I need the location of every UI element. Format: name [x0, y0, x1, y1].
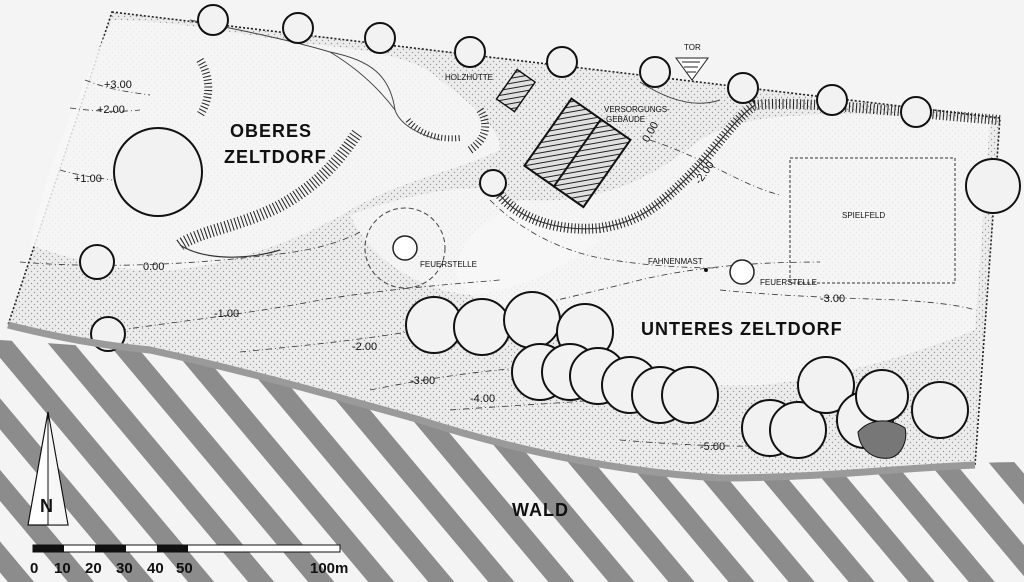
- contour-label-zero-west: 0.00: [143, 261, 164, 273]
- mid-lawn: [350, 188, 600, 295]
- gate-symbol: [675, 57, 709, 81]
- trees: [79, 4, 1021, 459]
- flagpole-marker: [704, 268, 708, 272]
- contour-label-plus2: +2.00: [97, 104, 125, 116]
- wooden-hut: [495, 68, 537, 113]
- supply-building-label-line1: VERSORGUNGS-: [604, 105, 670, 114]
- scale-bar: 0 10 20 30 40 50 100m: [30, 544, 348, 577]
- sports-field-label: SPIELFELD: [842, 211, 885, 220]
- forest-area: [0, 340, 1024, 582]
- contour-label-minus5: -5.00: [700, 441, 725, 453]
- flagpole-label: FAHNENMAST: [648, 257, 703, 266]
- fire-pit-1-label: FEUERSTELLE: [420, 260, 477, 269]
- scale-tick-0: 0: [30, 560, 38, 577]
- contour-label-minus4: -4.00: [470, 393, 495, 405]
- sports-field: [789, 157, 956, 284]
- scale-tick-30: 30: [116, 560, 133, 577]
- paths: [189, 19, 721, 141]
- contour-label-minus2: -2.00: [352, 341, 377, 353]
- contour-label-plus1: +1.00: [74, 173, 102, 185]
- embankments: [176, 57, 1001, 258]
- scale-tick-50: 50: [176, 560, 193, 577]
- scale-tick-10: 10: [54, 560, 71, 577]
- north-arrow: N: [27, 411, 69, 526]
- hut-label: HOLZHÜTTE: [445, 73, 493, 82]
- scale-end-label: 100m: [310, 560, 348, 577]
- fire-pit-2: [729, 259, 755, 285]
- gate-label: TOR: [684, 43, 701, 52]
- north-label: N: [40, 496, 53, 516]
- scale-tick-20: 20: [85, 560, 102, 577]
- fire-pit-2-label: FEUERSTELLE: [760, 278, 817, 287]
- upper-camp-label-line2: ZELTDORF: [224, 147, 327, 167]
- scale-tick-40: 40: [147, 560, 164, 577]
- supply-building: [523, 97, 632, 209]
- lower-camp-label: UNTERES ZELTDORF: [641, 319, 843, 339]
- forest-label: WALD: [512, 500, 569, 520]
- upper-camp-label-line1: OBERES: [230, 121, 312, 141]
- contour-label-minus3: -3.00: [410, 375, 435, 387]
- contour-label-minus1: -1.00: [214, 308, 239, 320]
- supply-building-label-line2: GEBÄUDE: [606, 115, 645, 124]
- shrub-patch: [857, 420, 907, 459]
- forest-edge: [7, 321, 976, 482]
- fire-pit-1: [364, 207, 446, 289]
- contour-label-plus3: +3.00: [104, 79, 132, 91]
- contour-label-minus3-east: -3.00: [820, 293, 845, 305]
